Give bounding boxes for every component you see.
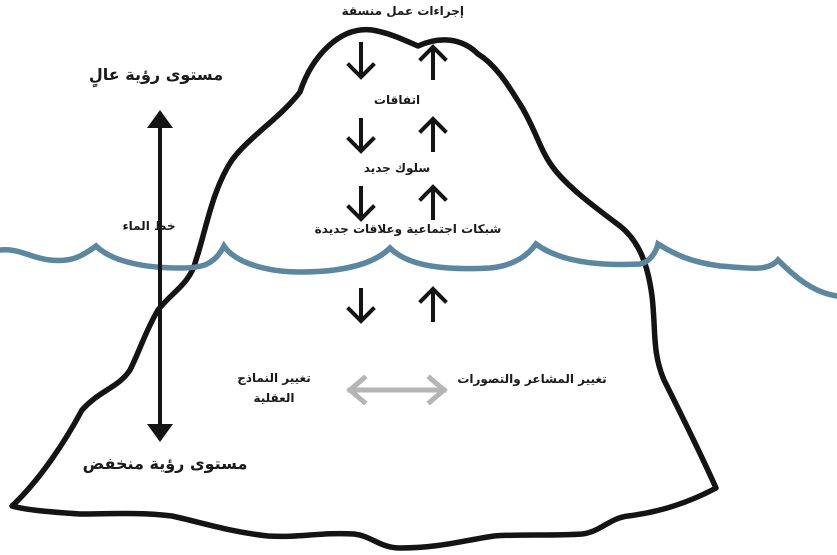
label-high-visibility: مستوى رؤية عالٍ: [88, 65, 224, 84]
up-arrows: [418, 44, 448, 322]
up-arrow-2: [418, 116, 448, 152]
iceberg-outline: [9, 26, 719, 551]
label-agreements: اتفاقات: [373, 93, 421, 107]
visibility-scale-arrow: [147, 110, 173, 442]
up-arrow-3: [418, 184, 448, 220]
down-arrows: [346, 42, 376, 324]
up-arrow-4: [418, 286, 448, 322]
down-arrow-4: [346, 288, 376, 324]
label-mental-models-line1: تغيير النماذج: [237, 371, 311, 385]
label-social-networks: شبكات اجتماعية وعلاقات جديدة: [314, 222, 502, 236]
down-arrow-2: [346, 118, 376, 154]
down-arrow-3: [346, 186, 376, 222]
horizontal-double-arrow: [346, 374, 448, 406]
label-coordinated-action: إجراءات عمل منسقة: [341, 4, 464, 18]
label-change-mental-models: تغيير النماذج العقلية: [222, 368, 326, 408]
water-line: [0, 239, 837, 299]
label-new-behavior: سلوك جديد: [363, 161, 431, 175]
down-arrow-1: [346, 42, 376, 80]
label-change-feelings: تغيير المشاعر والتصورات: [457, 372, 607, 386]
label-mental-models-line2: العقلية: [253, 391, 295, 405]
label-waterline: خط الماء: [122, 219, 176, 233]
up-arrow-1: [418, 44, 448, 80]
label-low-visibility: مستوى رؤية منخفض: [82, 454, 248, 473]
